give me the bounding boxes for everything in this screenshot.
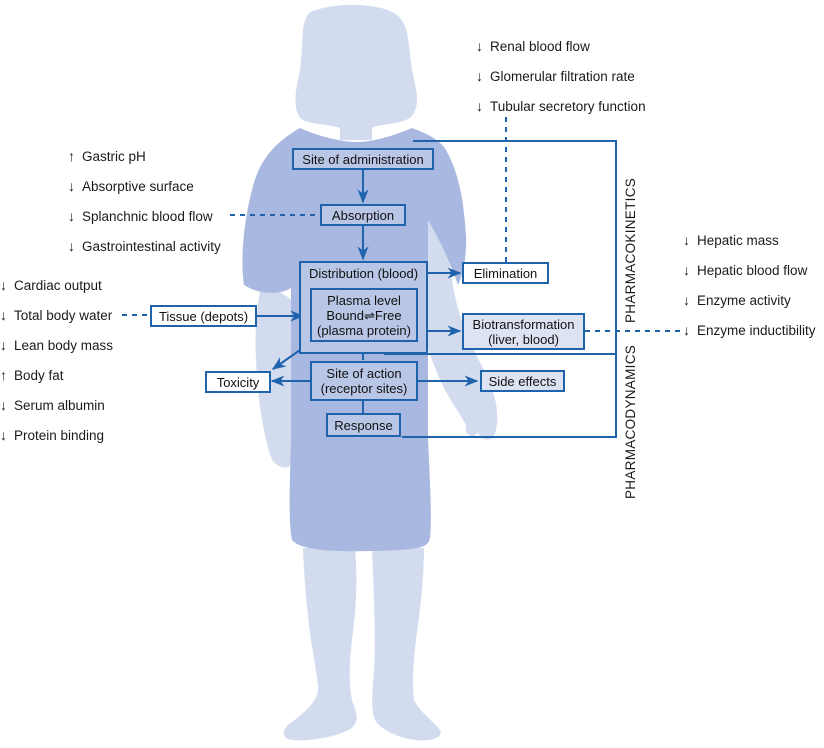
tissue-depots-box: Tissue (depots) <box>150 305 257 327</box>
site-of-administration-box: Site of administration <box>292 148 434 170</box>
hepatic-factor-item: ↓Hepatic mass <box>683 232 779 248</box>
distribution-factor-item: ↓Cardiac output <box>0 277 102 293</box>
arrow-up-icon: ↑ <box>68 148 75 164</box>
gi-factor-item: ↑Gastric pH <box>68 148 146 164</box>
silhouette-legs-right <box>372 548 441 741</box>
distribution-factor-item: ↑Body fat <box>0 367 64 383</box>
hepatic-factor-item: ↓Hepatic blood flow <box>683 262 808 278</box>
gi-factor-item: ↓Gastrointestinal activity <box>68 238 221 254</box>
arrow-down-icon: ↓ <box>683 322 690 338</box>
arrow-down-icon: ↓ <box>683 232 690 248</box>
distribution-factor-item: ↓Lean body mass <box>0 337 114 353</box>
absorption-box: Absorption <box>320 204 406 226</box>
site-of-action-box: Site of action (receptor sites) <box>310 361 418 401</box>
gi-factor-item: ↓Absorptive surface <box>68 178 194 194</box>
arrow-down-icon: ↓ <box>0 337 7 353</box>
hepatic-factor-item: ↓Enzyme inductibility <box>683 322 816 338</box>
arrow-down-icon: ↓ <box>68 178 75 194</box>
plasma-level-box: Plasma level Bound⇌Free (plasma protein) <box>310 288 418 342</box>
arrow-down-icon: ↓ <box>0 427 7 443</box>
toxicity-box: Toxicity <box>205 371 271 393</box>
arrow-down-icon: ↓ <box>476 38 483 54</box>
renal-factor-item: ↓Glomerular filtration rate <box>476 68 635 84</box>
distribution-factor-item: ↓Total body water <box>0 307 113 323</box>
distribution-factor-item: ↓Serum albumin <box>0 397 105 413</box>
side-effects-box: Side effects <box>480 370 565 392</box>
renal-factor-item: ↓Renal blood flow <box>476 38 590 54</box>
arrow-down-icon: ↓ <box>0 397 7 413</box>
silhouette-legs <box>283 548 357 741</box>
pharmacodynamics-bracket <box>402 354 617 438</box>
arrow-down-icon: ↓ <box>683 262 690 278</box>
arrow-down-icon: ↓ <box>68 208 75 224</box>
pharmacokinetics-label: PHARMACOKINETICS <box>623 177 638 323</box>
arrow-down-icon: ↓ <box>476 68 483 84</box>
gi-factor-item: ↓Splanchnic blood flow <box>68 208 213 224</box>
arrow-down-icon: ↓ <box>683 292 690 308</box>
arrow-up-icon: ↑ <box>0 367 7 383</box>
arrow-down-icon: ↓ <box>0 277 7 293</box>
silhouette-right-arm <box>414 180 498 440</box>
renal-factor-item: ↓Tubular secretory function <box>476 98 646 114</box>
arrow-down-icon: ↓ <box>476 98 483 114</box>
response-box: Response <box>326 413 401 437</box>
silhouette-head <box>295 4 417 140</box>
silhouette-left-arm <box>255 280 292 468</box>
biotransformation-box: Biotransformation (liver, blood) <box>462 313 585 350</box>
arrow-down-icon: ↓ <box>68 238 75 254</box>
pharmacodynamics-label: PHARMACODYNAMICS <box>623 344 638 499</box>
hepatic-factor-item: ↓Enzyme activity <box>683 292 791 308</box>
pharmacokinetics-bracket <box>384 140 617 355</box>
equilibrium-arrows-icon: ⇌ <box>363 307 375 323</box>
arrow-down-icon: ↓ <box>0 307 7 323</box>
arrow-distribution-to-toxicity <box>271 349 301 370</box>
elimination-box: Elimination <box>462 262 549 284</box>
distribution-factor-item: ↓Protein binding <box>0 427 105 443</box>
